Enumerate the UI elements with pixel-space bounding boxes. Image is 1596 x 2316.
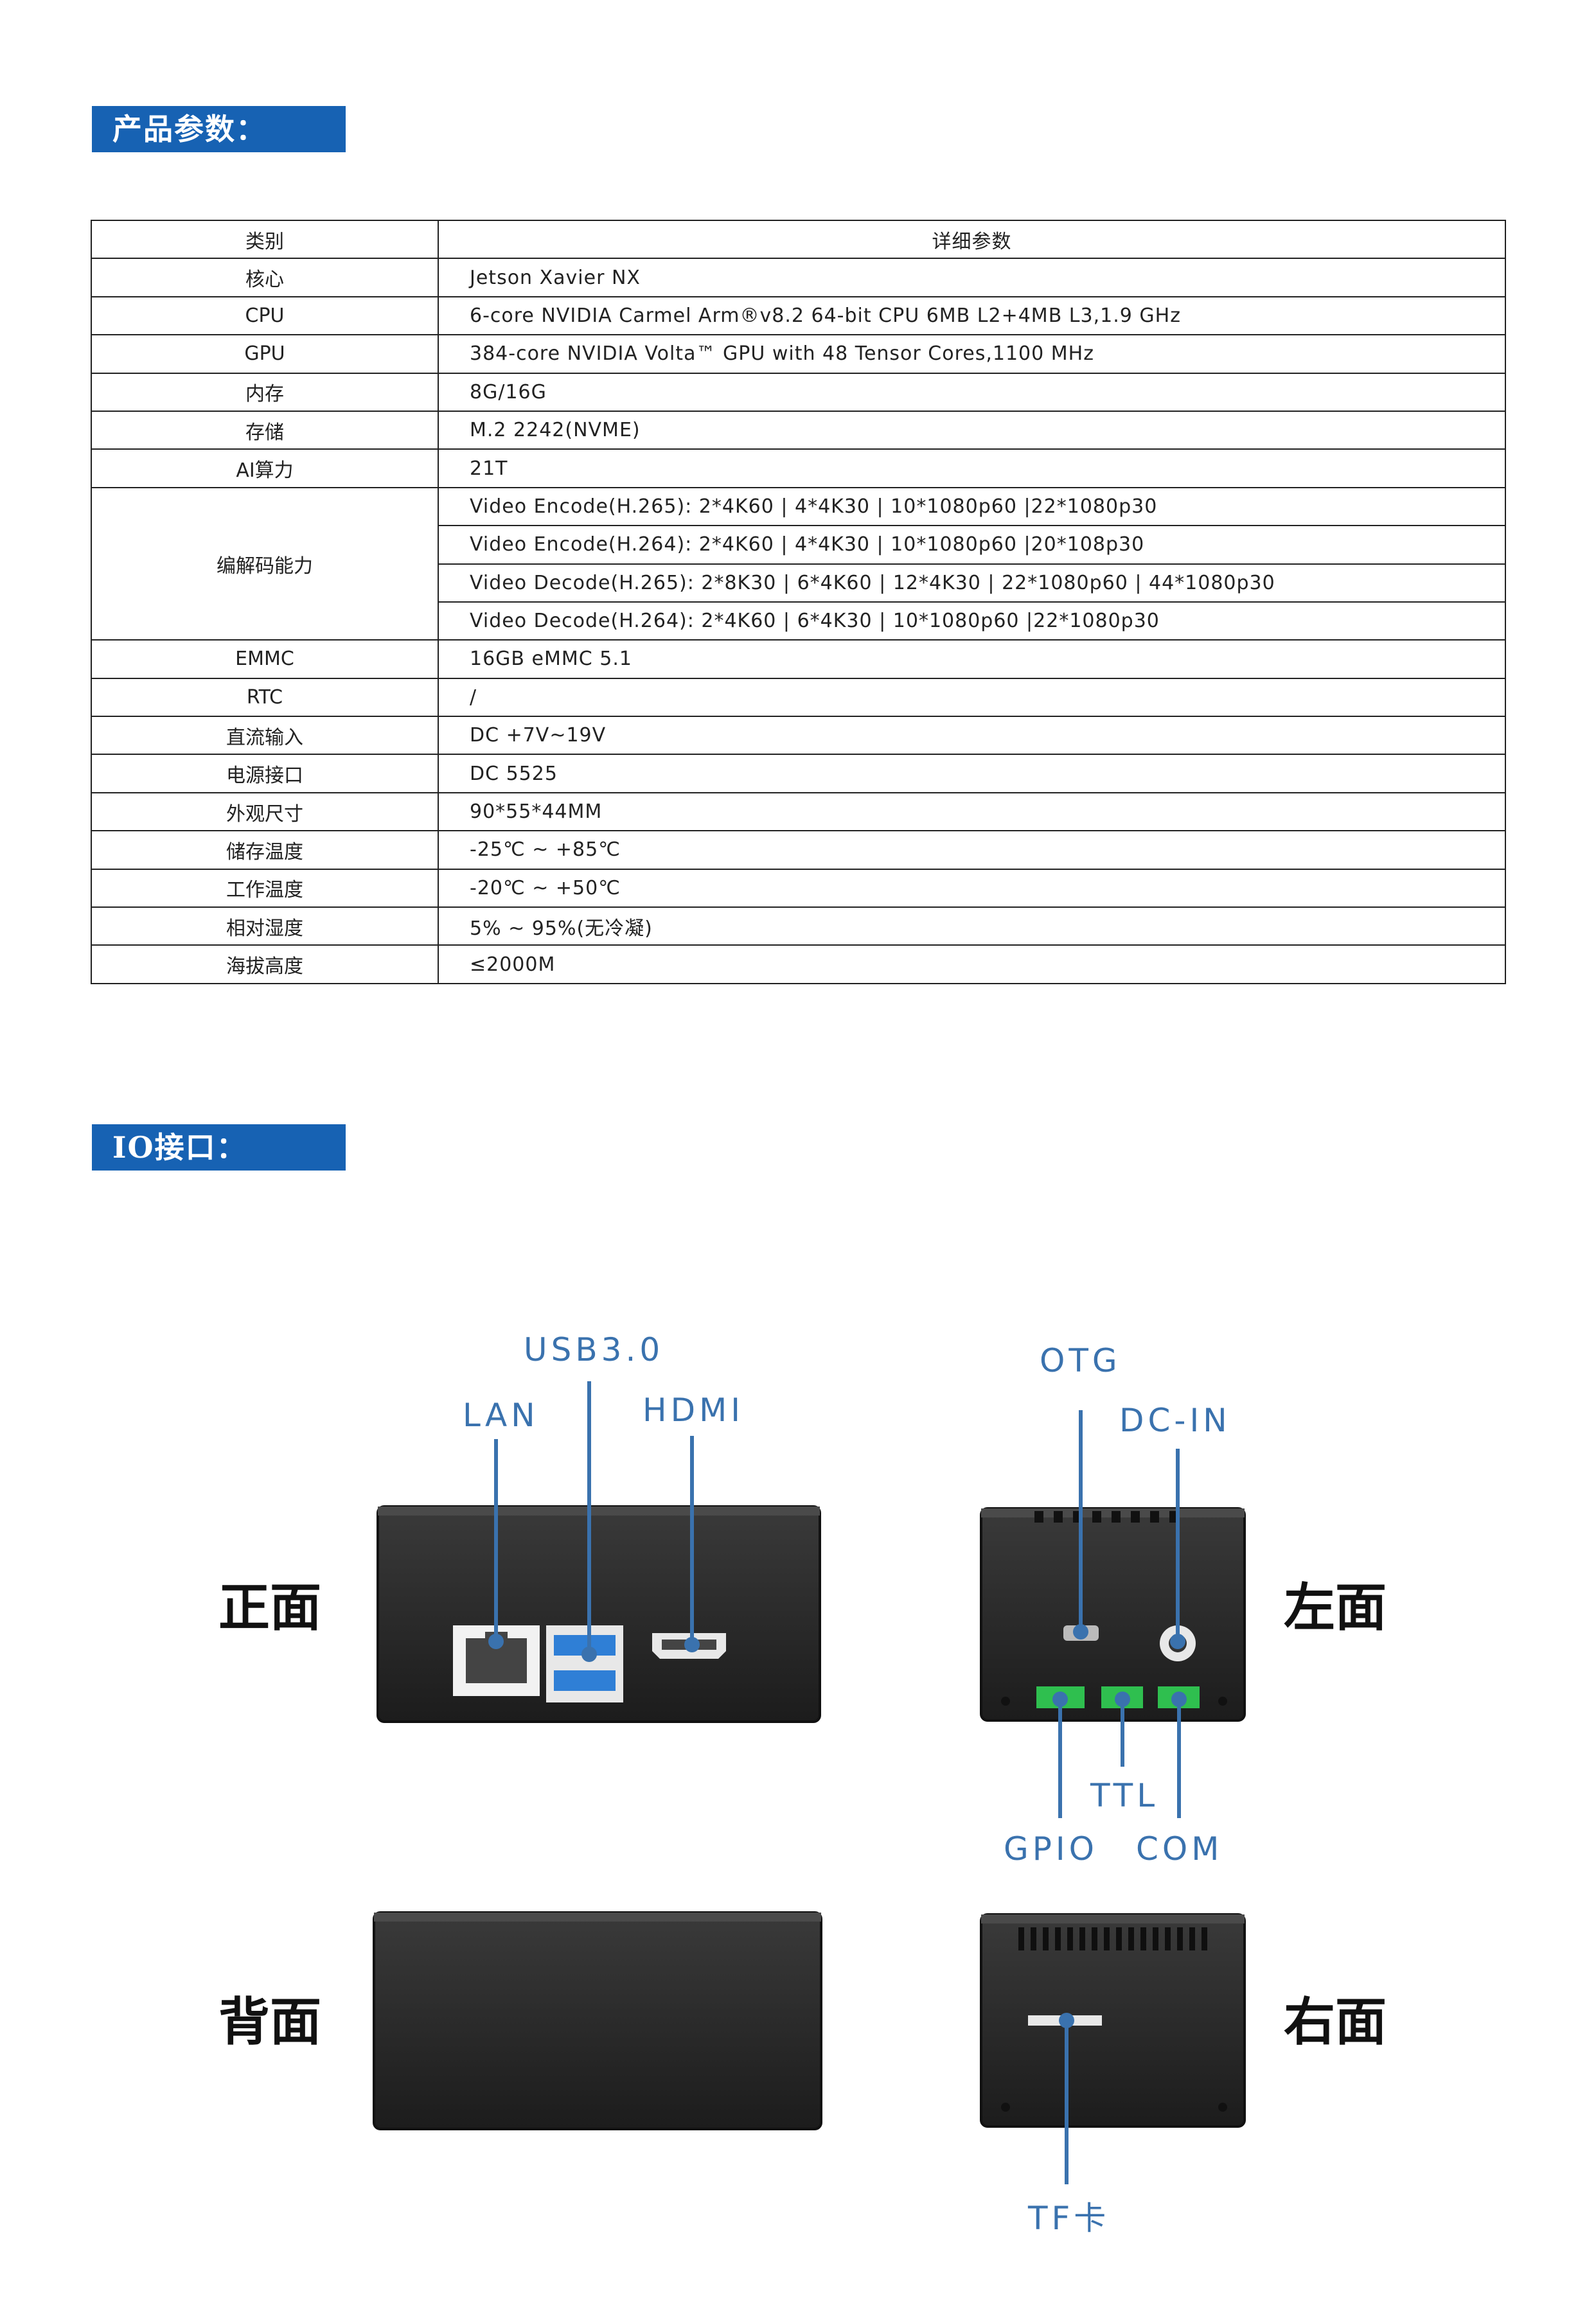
vent-grille: [1018, 1927, 1207, 1950]
codec-label: 编解码能力: [91, 486, 439, 641]
label-otg: OTG: [1040, 1342, 1121, 1379]
codec-value: Video Decode(H.264): 2*4K60 | 6*4K30 | 1…: [438, 601, 1506, 641]
label-lan: LAN: [463, 1397, 539, 1434]
row-label: 海拔高度: [91, 944, 439, 984]
row-value: -20℃ ~ +50℃: [438, 868, 1506, 908]
usb-port-icon: [546, 1625, 623, 1702]
dot-lan: [488, 1634, 504, 1649]
face-label-left: 左面: [1284, 1578, 1387, 1638]
row-label: 直流输入: [91, 716, 439, 756]
table-row: Video Decode(H.264): 2*4K60 | 6*4K30 | 1…: [91, 601, 1506, 641]
table-row: 编解码能力 Video Encode(H.265): 2*4K60 | 4*4K…: [91, 486, 1506, 641]
row-value: ≤2000M: [438, 944, 1506, 984]
row-label: 储存温度: [91, 830, 439, 870]
row-label: 核心: [91, 258, 439, 297]
row-label: EMMC: [91, 639, 439, 679]
device-front: [377, 1505, 821, 1723]
table-row: RTC/: [91, 677, 1506, 718]
section-title-params: 产品参数：: [92, 106, 346, 152]
row-value: DC +7V~19V: [438, 716, 1506, 756]
dot-hdmi: [684, 1637, 700, 1652]
row-value: /: [438, 677, 1506, 718]
dot-ttl: [1115, 1692, 1130, 1707]
row-label: 存储: [91, 410, 439, 450]
table-header-row: 类别 详细参数: [91, 219, 1506, 260]
section-title-io: IO接口：: [92, 1124, 346, 1171]
header-detail: 详细参数: [438, 219, 1506, 260]
row-label: GPU: [91, 334, 439, 374]
device-left: [980, 1507, 1246, 1722]
dot-dcin: [1170, 1634, 1185, 1649]
label-dcin: DC-IN: [1119, 1402, 1231, 1439]
row-label: CPU: [91, 296, 439, 336]
row-label: 电源接口: [91, 754, 439, 793]
row-value: Jetson Xavier NX: [438, 258, 1506, 297]
row-label: 相对湿度: [91, 906, 439, 946]
row-label: 外观尺寸: [91, 791, 439, 832]
device-right: [980, 1913, 1246, 2128]
dot-com: [1171, 1692, 1187, 1707]
label-tf: TF卡: [1027, 2200, 1110, 2237]
label-gpio: GPIO: [1004, 1830, 1098, 1868]
dot-otg: [1073, 1624, 1088, 1640]
table-row: Video Encode(H.264): 2*4K60 | 4*4K30 | 1…: [91, 525, 1506, 565]
face-label-front: 正面: [218, 1578, 321, 1638]
codec-value: Video Encode(H.264): 2*4K60 | 4*4K30 | 1…: [438, 525, 1506, 565]
label-com: COM: [1136, 1830, 1223, 1868]
face-label-right: 右面: [1284, 1992, 1387, 2052]
face-label-back: 背面: [218, 1992, 321, 2052]
row-value: 16GB eMMC 5.1: [438, 639, 1506, 679]
dot-gpio: [1052, 1692, 1068, 1707]
label-ttl: TTL: [1090, 1777, 1158, 1814]
label-usb: USB3.0: [524, 1331, 664, 1368]
row-value: 5% ~ 95%(无冷凝): [438, 906, 1506, 946]
device-back: [373, 1911, 822, 2130]
table-row: 储存温度-25℃ ~ +85℃: [91, 830, 1506, 870]
dot-tf: [1059, 2013, 1074, 2028]
row-value: 8G/16G: [438, 372, 1506, 412]
codec-value: Video Encode(H.265): 2*4K60 | 4*4K30 | 1…: [438, 486, 1506, 527]
row-label: 工作温度: [91, 868, 439, 908]
row-value: DC 5525: [438, 754, 1506, 793]
row-value: 384-core NVIDIA Volta™ GPU with 48 Tenso…: [438, 334, 1506, 374]
table-row: 海拔高度≤2000M: [91, 944, 1506, 984]
codec-value: Video Decode(H.265): 2*8K30 | 6*4K60 | 1…: [438, 563, 1506, 603]
row-label: RTC: [91, 677, 439, 718]
table-row: 工作温度-20℃ ~ +50℃: [91, 868, 1506, 908]
header-category: 类别: [91, 219, 439, 260]
dot-usb: [581, 1647, 597, 1662]
table-row: Video Decode(H.265): 2*8K30 | 6*4K60 | 1…: [91, 563, 1506, 603]
row-label: 内存: [91, 372, 439, 412]
row-label: AI算力: [91, 448, 439, 488]
row-value: 90*55*44MM: [438, 791, 1506, 832]
row-value: M.2 2242(NVME): [438, 410, 1506, 450]
label-hdmi: HDMI: [643, 1392, 744, 1429]
row-value: -25℃ ~ +85℃: [438, 830, 1506, 870]
row-value: 21T: [438, 448, 1506, 488]
row-value: 6-core NVIDIA Carmel Arm®v8.2 64-bit CPU…: [438, 296, 1506, 336]
